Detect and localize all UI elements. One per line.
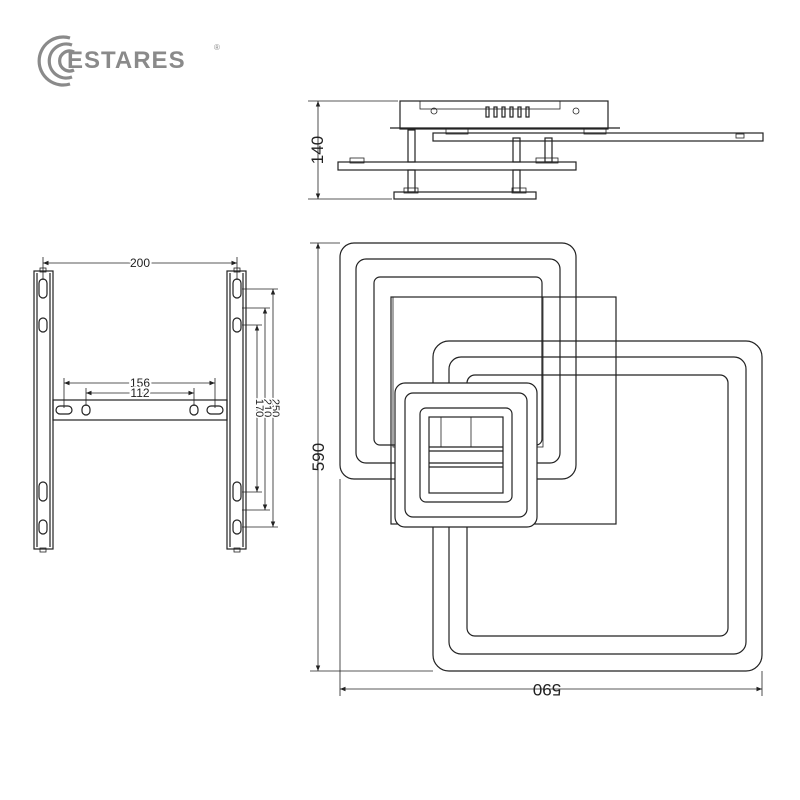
dimension-200-label: 200 — [130, 256, 150, 270]
logo-swirl-icon — [37, 35, 75, 87]
dimension-140: 140 — [308, 100, 398, 200]
dimension-590-vertical-label: 590 — [309, 443, 328, 471]
dimension-210: 210 — [242, 307, 275, 511]
dimension-590-vertical: 590 — [309, 242, 433, 672]
dimension-590-horizontal: 590 — [339, 479, 763, 699]
dimension-170-label: 170 — [253, 399, 265, 417]
dimension-170: 170 — [242, 324, 267, 493]
side-view — [337, 100, 764, 200]
logo-registered-mark: ® — [214, 43, 220, 52]
dimension-210-label: 210 — [261, 399, 273, 417]
dimension-250: 250 — [242, 288, 283, 528]
brand-logo: ESTARES ® — [37, 35, 220, 87]
dimension-590-horizontal-label: 590 — [533, 680, 561, 699]
dimension-140-label: 140 — [308, 136, 327, 164]
dimension-200: 200 — [42, 254, 238, 280]
dimension-250-label: 250 — [269, 399, 281, 417]
plan-view — [339, 242, 763, 672]
dimension-156-label: 156 — [130, 376, 150, 390]
mounting-bracket — [33, 267, 247, 553]
dimension-112-label: 112 — [130, 386, 149, 400]
dimension-112: 112 — [85, 384, 195, 406]
dimension-156: 156 — [63, 374, 216, 408]
logo-brand-text: ESTARES — [67, 47, 186, 74]
